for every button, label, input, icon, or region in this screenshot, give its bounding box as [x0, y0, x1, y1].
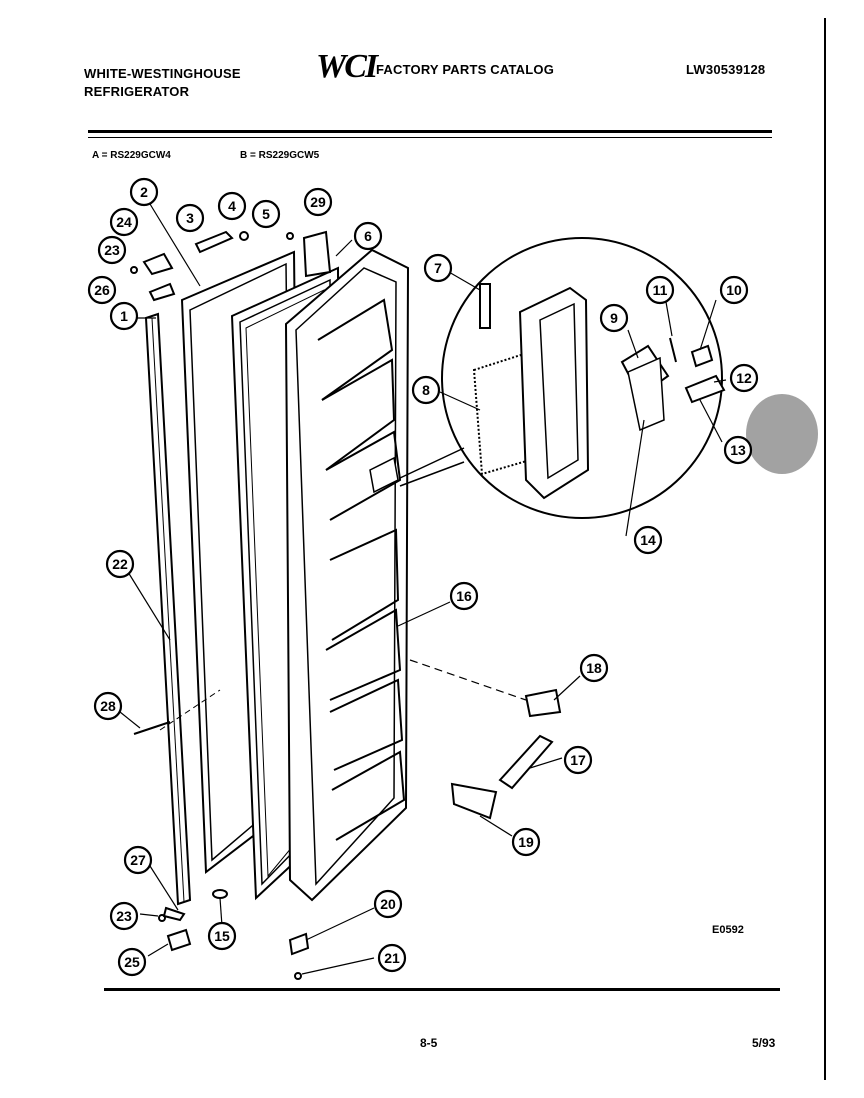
shelf-clip	[524, 688, 562, 718]
callout-13-text: 13	[730, 442, 746, 458]
callout-13: 13	[723, 435, 753, 465]
callout-17-text: 17	[570, 752, 586, 768]
callout-23b: 23	[109, 901, 139, 931]
callout-28: 28	[93, 691, 123, 721]
model-b-label: B = RS229GCW5	[240, 150, 320, 161]
callout-25: 25	[117, 947, 147, 977]
stain-mark	[746, 394, 818, 474]
bottom-screw	[158, 914, 166, 922]
top-hinge-bracket	[302, 230, 332, 278]
callout-14-text: 14	[640, 532, 656, 548]
bottom-hinge-cap	[166, 928, 192, 952]
callout-12: 12	[729, 363, 759, 393]
callout-3: 3	[175, 203, 205, 233]
callout-1-text: 1	[120, 308, 128, 324]
top-hinge-cap	[142, 252, 174, 276]
door-stop	[288, 932, 310, 956]
header-rule-thin	[88, 137, 772, 138]
trim-screw	[133, 721, 171, 735]
hinge-bushing	[212, 889, 228, 899]
dispenser-detail-view	[399, 237, 726, 519]
callout-11-text: 11	[653, 282, 668, 298]
callout-4-text: 4	[228, 198, 236, 214]
print-date: 5/93	[752, 1036, 776, 1050]
header-rule	[88, 130, 772, 133]
callout-23a: 23	[97, 235, 127, 265]
callout-26: 26	[87, 275, 117, 305]
callout-9-text: 9	[610, 310, 618, 326]
brand-line-2: REFRIGERATOR	[84, 84, 190, 99]
page-frame	[28, 18, 826, 1080]
callout-23-text: 23	[104, 242, 120, 258]
callout-labels: 1 2 3 4 5 6 7 8 9 10 11 12 13 14 15 16 1…	[87, 177, 759, 977]
callout-10-text: 10	[726, 282, 742, 298]
bottom-trim-end	[162, 906, 186, 922]
callout-1: 1	[109, 301, 139, 331]
callout-26-text: 26	[94, 282, 110, 298]
callout-22: 22	[105, 549, 135, 579]
callout-29: 29	[303, 187, 333, 217]
callout-8: 8	[411, 375, 441, 405]
callout-4: 4	[217, 191, 247, 221]
callout-2-text: 2	[140, 184, 148, 200]
callout-2: 2	[129, 177, 159, 207]
brand-line-1: WHITE-WESTINGHOUSE	[84, 66, 241, 81]
side-trim-strip	[144, 312, 192, 906]
callout-5-text: 5	[262, 206, 270, 222]
shelf-retainer	[498, 734, 554, 790]
callout-22-text: 22	[112, 556, 128, 572]
callout-9: 9	[599, 303, 629, 333]
callout-14: 14	[633, 525, 663, 555]
callout-18-text: 18	[586, 660, 602, 676]
callout-12-text: 12	[736, 370, 752, 386]
screw-part	[286, 232, 294, 240]
screw-part	[239, 231, 249, 241]
callout-18: 18	[579, 653, 609, 683]
inner-door-liner	[284, 248, 410, 902]
callout-19-text: 19	[518, 834, 534, 850]
callout-15-text: 15	[214, 928, 230, 944]
callout-15: 15	[207, 921, 237, 951]
wci-logo: WCI	[316, 48, 378, 85]
shelf-end-cap	[450, 782, 498, 820]
model-a-label: A = RS229GCW4	[92, 150, 171, 161]
callout-6-text: 6	[364, 228, 372, 244]
callout-23b-text: 23	[116, 908, 132, 924]
callout-27-text: 27	[130, 852, 146, 868]
callout-28-text: 28	[100, 698, 116, 714]
callout-24-text: 24	[116, 214, 132, 230]
diagram-code: E0592	[712, 924, 744, 936]
callout-11: 11	[645, 275, 675, 305]
callout-16-text: 16	[456, 588, 472, 604]
callout-21: 21	[377, 943, 407, 973]
callout-6: 6	[353, 221, 383, 251]
stop-screw	[294, 972, 302, 980]
callout-19: 19	[511, 827, 541, 857]
handle-clip	[194, 230, 234, 254]
callout-7-text: 7	[434, 260, 442, 276]
callout-16: 16	[449, 581, 479, 611]
callout-5: 5	[251, 199, 281, 229]
callout-3-text: 3	[186, 210, 194, 226]
callout-27: 27	[123, 845, 153, 875]
callout-17: 17	[563, 745, 593, 775]
callout-8-text: 8	[422, 382, 430, 398]
callout-21-text: 21	[384, 950, 400, 966]
callout-20-text: 20	[380, 896, 396, 912]
footer-rule	[104, 988, 780, 991]
hinge-screw	[130, 266, 138, 274]
callout-20: 20	[373, 889, 403, 919]
page-number: 8-5	[420, 1036, 438, 1050]
callout-25-text: 25	[124, 954, 140, 970]
callout-29-text: 29	[310, 194, 326, 210]
catalog-title: FACTORY PARTS CATALOG	[376, 62, 555, 77]
callout-7: 7	[423, 253, 453, 283]
callout-10: 10	[719, 275, 749, 305]
callout-24: 24	[109, 207, 139, 237]
catalog-number: LW30539128	[686, 62, 766, 77]
hinge-shim	[148, 282, 176, 302]
